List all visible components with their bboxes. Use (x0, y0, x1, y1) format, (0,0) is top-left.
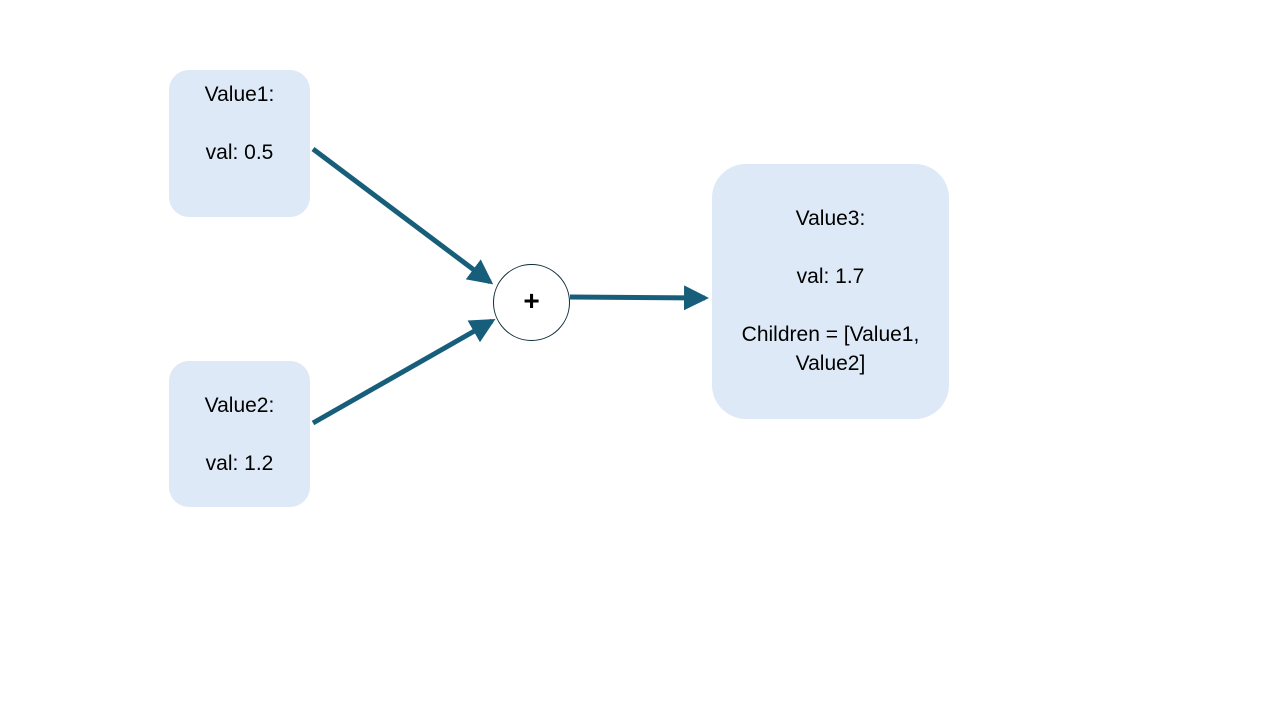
plus-operation-node: + (493, 264, 570, 341)
edge-value1-to-plus (311, 147, 494, 285)
value1-node: Value1: val: 0.5 (169, 70, 310, 217)
edge-plus-to-value3 (569, 285, 709, 311)
edge-value2-to-plus (311, 318, 496, 426)
value2-node: Value2: val: 1.2 (169, 361, 310, 507)
value2-title: Value2: (204, 394, 275, 417)
value1-val: val: 0.5 (205, 141, 274, 164)
value2-val: val: 1.2 (205, 452, 274, 475)
value1-title: Value1: (204, 83, 275, 106)
value3-children-line1: Children = [Value1, (741, 323, 920, 346)
plus-symbol: + (523, 285, 540, 316)
value3-children-line2: Value2] (795, 352, 866, 375)
value3-title: Value3: (795, 207, 866, 230)
value3-val: val: 1.7 (796, 265, 865, 288)
value3-node: Value3: val: 1.7 Children = [Value1, Val… (712, 164, 949, 419)
